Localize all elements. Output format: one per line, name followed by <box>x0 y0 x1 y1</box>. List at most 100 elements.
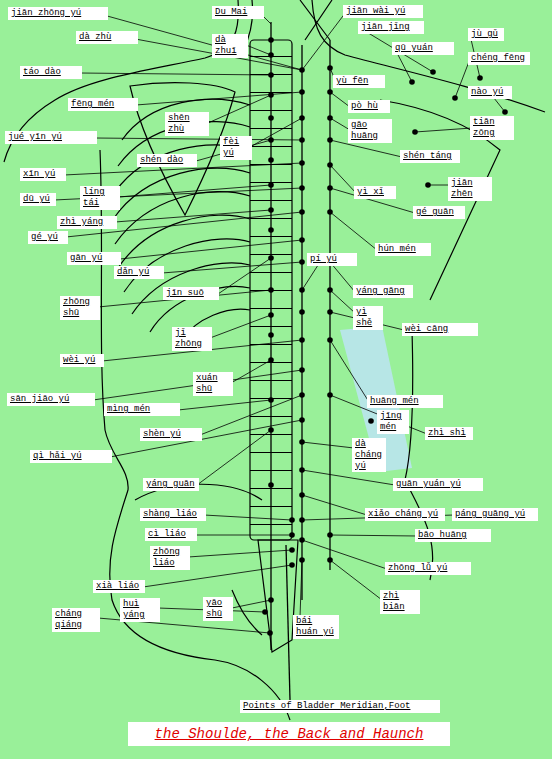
point-label: qì hǎi yú <box>30 450 112 463</box>
point-label: zhōng lǚ yú <box>385 562 471 575</box>
acupoint-dot <box>299 337 305 343</box>
point-name: zhì yáng <box>60 217 114 228</box>
point-name: jiān wài yú <box>346 6 420 17</box>
acupoint-dot <box>299 137 305 143</box>
point-label: xuán shū <box>193 372 233 396</box>
leader-line <box>200 395 302 435</box>
acupoint-dot <box>268 157 274 163</box>
point-name: shén dào <box>140 155 194 166</box>
leader-line <box>330 212 377 250</box>
point-label: bái huán yú <box>293 615 339 639</box>
acupoint-dot <box>289 547 295 553</box>
point-label: zhì shì <box>425 427 473 440</box>
point-label: zhōng liáo <box>150 546 190 570</box>
acupoint-dot <box>327 337 333 343</box>
point-name: shén táng <box>403 151 457 162</box>
point-label: dà zhuī <box>212 34 248 58</box>
point-name: jīng mén <box>380 411 406 433</box>
point-label: sān jiāo yú <box>7 393 95 406</box>
point-name: qū yuán <box>395 43 451 54</box>
point-name: dǎn yú <box>117 267 161 278</box>
leader-line <box>302 262 320 290</box>
point-label: wèi cāng <box>402 323 478 336</box>
leader-line <box>80 73 271 75</box>
point-name: nào yú <box>471 87 509 98</box>
leader-line <box>250 118 302 147</box>
figure-note: Points of Bladder Meridian,Foot <box>240 700 440 713</box>
point-name: fēng mén <box>71 99 135 110</box>
acupoint-dot <box>327 115 333 121</box>
acupoint-dot <box>268 357 274 363</box>
point-label: cháng qiáng <box>52 608 100 632</box>
acupoint-dot <box>299 67 305 73</box>
leader-line <box>110 420 302 457</box>
acupoint-dot <box>268 72 274 78</box>
point-name: dà zhuī <box>215 35 245 57</box>
point-name: yù fēn <box>336 76 382 87</box>
leader-line <box>218 258 271 294</box>
leader-line <box>302 495 367 515</box>
leader-line <box>204 515 292 520</box>
point-name: gāo huāng <box>351 120 389 142</box>
point-name: huāng mén <box>370 396 440 407</box>
point-label: xià liáo <box>93 580 145 593</box>
acupoint-dot <box>299 89 305 95</box>
point-label: zhì biān <box>380 590 420 614</box>
point-name: shèn yú <box>143 429 199 440</box>
acupoint-dot <box>327 309 333 315</box>
leader-line <box>120 240 302 259</box>
acupoint-dot <box>268 227 274 233</box>
point-label: zhì yáng <box>57 216 117 229</box>
acupoint-dot <box>299 467 305 473</box>
point-label: jīn suō <box>163 287 219 300</box>
acupoint-dot <box>268 397 274 403</box>
acupoint-dot <box>299 392 305 398</box>
point-label: yáng guān <box>143 478 199 491</box>
point-label: Du Mai <box>212 6 264 19</box>
point-name: fèi yú <box>223 137 249 159</box>
point-name: shēn zhù <box>168 113 206 135</box>
point-name: bāo huāng <box>418 530 488 541</box>
point-name: pò hù <box>351 101 387 112</box>
leader-line <box>330 560 382 600</box>
leader-line <box>93 370 302 400</box>
point-name: bái huán yú <box>296 616 336 638</box>
leader-line <box>188 550 292 557</box>
left-shoulder <box>4 0 238 162</box>
acupoint-dot <box>299 367 305 373</box>
point-name: jǐ zhōng <box>175 328 209 350</box>
leader-lines <box>54 12 505 633</box>
acupoint-dot <box>268 182 274 188</box>
point-label: gé guān <box>413 206 465 219</box>
point-label: jiān zhōng yú <box>8 7 108 20</box>
leader-line <box>330 340 369 402</box>
leader-line <box>195 535 292 536</box>
acupoint-dot <box>268 287 274 293</box>
acupoint-dot <box>327 89 333 95</box>
point-label: nào yú <box>468 86 512 99</box>
leader-line <box>330 118 350 130</box>
point-label: yì shě <box>353 306 383 330</box>
acupoint-dot <box>268 427 274 433</box>
point-name: cì liáo <box>148 529 194 540</box>
point-label: táo dào <box>20 66 82 79</box>
point-label: dà cháng yú <box>352 438 386 472</box>
point-name: cháng qiáng <box>55 609 97 631</box>
acupoint-dot <box>327 209 333 215</box>
point-label: zhōng shū <box>60 296 100 320</box>
leader-line <box>178 400 271 410</box>
point-name: xià liáo <box>96 581 142 592</box>
acupoint-dot <box>327 557 333 563</box>
acupoint-dot <box>477 75 483 81</box>
point-name: táo dào <box>23 67 79 78</box>
point-name: zhōng lǚ yú <box>388 563 468 574</box>
acupoint-dot <box>299 557 305 563</box>
acupoint-dot <box>430 69 436 75</box>
point-label: shēn zhù <box>165 112 209 136</box>
acupoint-dot <box>299 492 305 498</box>
point-label: dà zhù <box>76 31 138 44</box>
point-name: tiān zōng <box>473 117 511 139</box>
leader-line <box>300 560 302 617</box>
point-label: pí yú <box>307 253 357 266</box>
